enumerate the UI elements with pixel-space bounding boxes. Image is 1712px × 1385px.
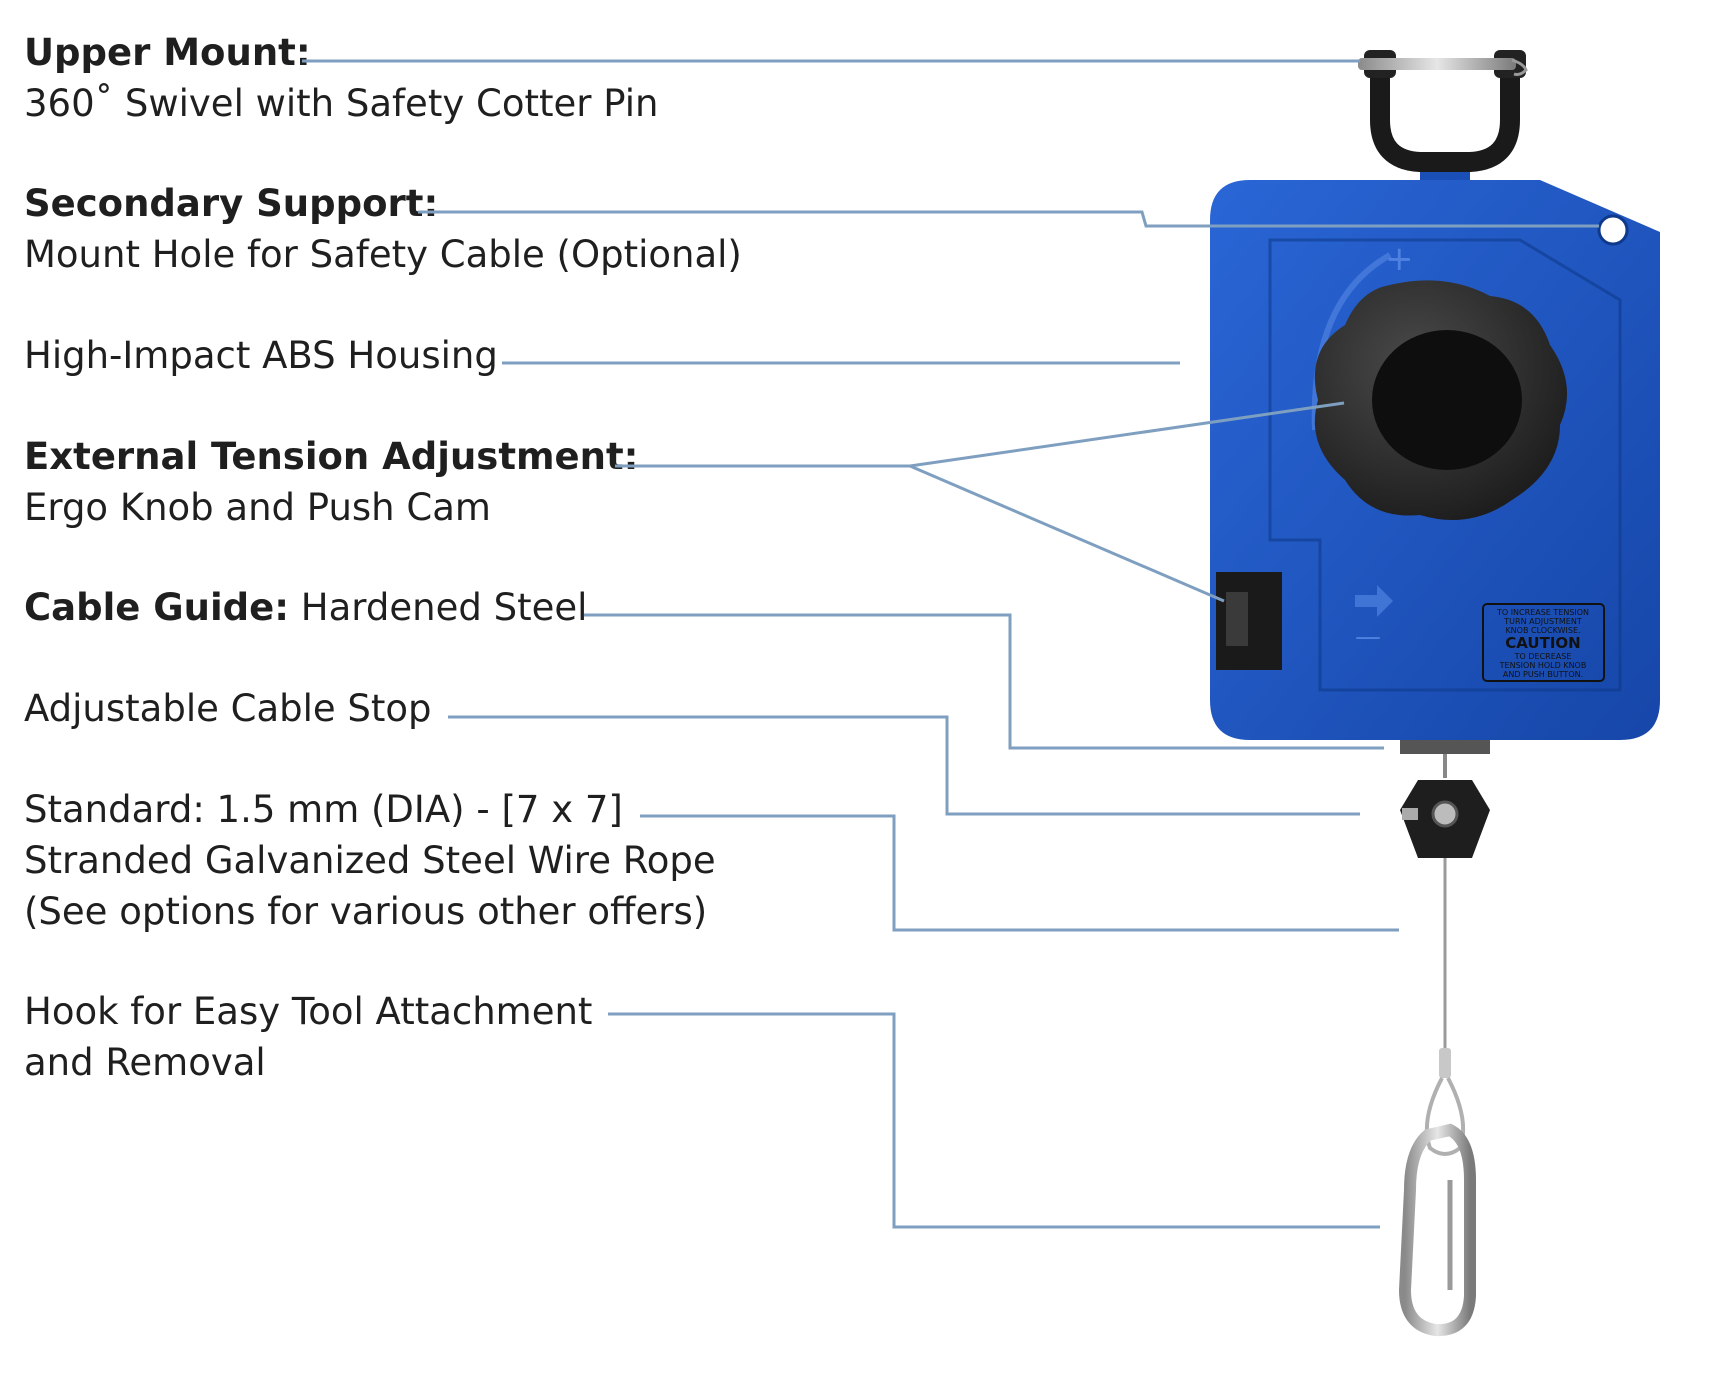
callout-wire-rope: Standard: 1.5 mm (DIA) - [7 x 7] Strande… [24,784,716,937]
callout-heading: External Tension Adjustment: [24,435,639,478]
leader-line-secondary-support [418,210,1599,228]
cable-guide [1216,572,1282,670]
callout-heading: Secondary Support: [24,182,439,225]
direction-arrow-icon [1355,585,1393,617]
callout-text: High-Impact ABS Housing [24,334,498,377]
callout-text: Standard: 1.5 mm (DIA) - [7 x 7] [24,788,623,831]
leader-line-cable-stop [448,715,1360,816]
cotter-pin [1511,58,1528,76]
dial-plus-mark: + [1385,239,1414,279]
tension-dial-arc [1311,252,1392,431]
cable-assembly [1398,740,1490,1337]
callout-hook: Hook for Easy Tool Attachment and Remova… [24,986,592,1088]
callout-text: Hook for Easy Tool Attachment [24,990,593,1033]
callout-tension-adjustment: External Tension Adjustment: Ergo Knob a… [24,431,638,533]
leader-line-push-cam [909,464,1225,603]
leader-line-hook [608,1012,1380,1229]
callout-text: Hardened Steel [289,586,588,629]
caution-label: TO INCREASE TENSION TURN ADJUSTMENT KNOB… [1482,603,1605,682]
callout-text: Mount Hole for Safety Cable (Optional) [24,233,742,276]
dial-minus-mark: — [1355,622,1381,652]
callout-text: and Removal [24,1041,266,1084]
snap-hook [1398,1123,1476,1337]
callout-housing: High-Impact ABS Housing [24,330,498,381]
callout-secondary-support: Secondary Support: Mount Hole for Safety… [24,178,742,280]
callout-text: Adjustable Cable Stop [24,687,432,730]
leader-line-cable-guide [584,613,1384,750]
swivel-shackle [1358,50,1528,190]
caution-line: AND PUSH BUTTON. [1503,670,1583,679]
cable-stop-screw [1402,808,1418,820]
callout-heading: Cable Guide: [24,586,290,629]
callout-cable-stop: Adjustable Cable Stop [24,683,432,734]
callout-text: 360˚ Swivel with Safety Cotter Pin [24,82,659,125]
caution-line: TENSION HOLD KNOB [1499,661,1587,670]
wire-ferrule [1439,1048,1451,1078]
wire-loop [1424,1077,1466,1156]
caution-title: CAUTION [1505,634,1580,652]
housing-panel [1268,238,1622,692]
callout-text: Stranded Galvanized Steel Wire Rope [24,839,716,882]
callout-text: (See options for various other offers) [24,890,708,933]
balancer-housing: + — TO INCREASE TENSION TURN ADJUSTMENT … [1210,180,1660,740]
cable-guide-slot [1226,592,1248,646]
caution-line: TO INCREASE TENSION [1496,608,1589,617]
shackle-pin [1358,58,1516,70]
callout-text: Ergo Knob and Push Cam [24,486,491,529]
caution-label-border [1482,603,1605,682]
mount-hole [1597,214,1629,246]
callout-heading: Upper Mount: [24,31,311,74]
callout-upper-mount: Upper Mount: 360˚ Swivel with Safety Cot… [24,27,658,129]
callout-cable-guide: Cable Guide: Hardened Steel [24,582,587,633]
caution-line: KNOB CLOCKWISE. [1505,626,1580,635]
caution-line: TURN ADJUSTMENT [1503,617,1582,626]
cable-outlet [1400,740,1490,754]
leader-lines [302,59,1599,1229]
cable-stop-nut-icon [1431,800,1459,828]
tension-knob [1314,280,1568,520]
leader-line-wire-rope [640,814,1399,932]
shackle-bow [1370,52,1520,172]
knob-center [1372,330,1522,470]
caution-line: TO DECREASE [1514,652,1572,661]
